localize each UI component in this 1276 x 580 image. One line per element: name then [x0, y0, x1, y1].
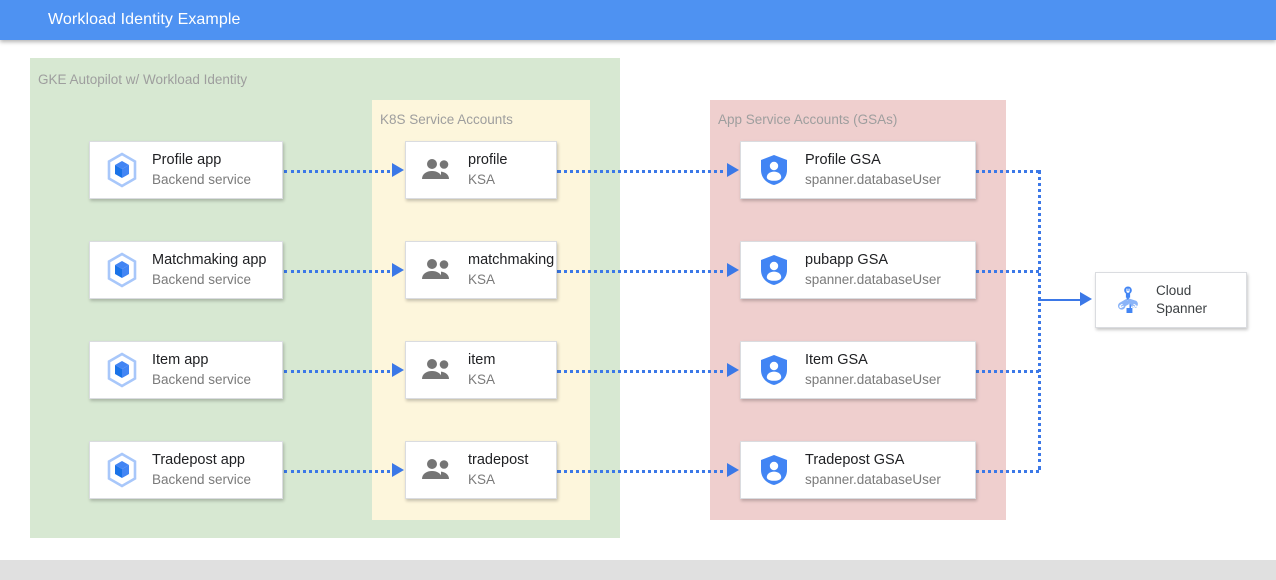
group-label-ksa: K8S Service Accounts	[380, 112, 513, 127]
connector-gsa-to-bus	[976, 170, 1039, 173]
group-label-gsa: App Service Accounts (GSAs)	[718, 112, 898, 127]
arrowhead-app-to-ksa	[392, 163, 404, 177]
connector-ksa-to-gsa	[557, 170, 731, 173]
gke-cube-icon	[100, 348, 144, 392]
card-title: Profile app	[152, 152, 222, 168]
card-title: Item app	[152, 352, 209, 368]
gke-cube-icon	[100, 148, 144, 192]
card-app[interactable]: Item app Backend service	[89, 341, 283, 399]
shield-person-icon	[755, 351, 793, 389]
card-title: matchmaking	[468, 252, 555, 268]
card-app[interactable]: Tradepost app Backend service	[89, 441, 283, 499]
card-ksa[interactable]: item KSA	[405, 341, 557, 399]
card-title: Item GSA	[805, 352, 868, 368]
connector-app-to-ksa	[284, 370, 396, 373]
card-gsa-text: Profile GSA spanner.databaseUser	[805, 151, 941, 189]
arrowhead-app-to-ksa	[392, 463, 404, 477]
card-gsa[interactable]: Tradepost GSA spanner.databaseUser	[740, 441, 976, 499]
people-icon	[418, 451, 456, 489]
connector-bus-to-spanner	[1038, 299, 1084, 301]
card-ksa-text: item KSA	[468, 351, 495, 389]
shield-person-icon	[755, 251, 793, 289]
connector-app-to-ksa	[284, 470, 396, 473]
connector-ksa-to-gsa	[557, 470, 731, 473]
shield-person-icon	[755, 151, 793, 189]
card-subtitle: spanner.databaseUser	[805, 272, 941, 287]
card-cloud-spanner[interactable]: Cloud Spanner	[1095, 272, 1247, 328]
page-title: Workload Identity Example	[48, 11, 241, 28]
card-title: profile	[468, 152, 508, 168]
people-icon	[418, 351, 456, 389]
shield-person-icon	[755, 451, 793, 489]
connector-vertical-bus	[1038, 170, 1041, 470]
card-gsa-text: Tradepost GSA spanner.databaseUser	[805, 451, 941, 489]
gke-cube-icon	[100, 448, 144, 492]
people-icon	[418, 251, 456, 289]
card-ksa[interactable]: profile KSA	[405, 141, 557, 199]
group-label-gke: GKE Autopilot w/ Workload Identity	[38, 72, 248, 87]
card-subtitle: KSA	[468, 472, 496, 487]
card-subtitle: Backend service	[152, 272, 252, 287]
card-title: pubapp GSA	[805, 252, 889, 268]
card-subtitle: KSA	[468, 272, 496, 287]
title-bar: Workload Identity Example	[0, 0, 1276, 40]
card-app-text: Matchmaking app Backend service	[152, 251, 266, 289]
connector-app-to-ksa	[284, 270, 396, 273]
card-ksa-text: tradepost KSA	[468, 451, 528, 489]
card-db-line2: Spanner	[1156, 301, 1208, 316]
card-app-text: Tradepost app Backend service	[152, 451, 251, 489]
cloud-spanner-icon	[1108, 280, 1148, 320]
card-title: item	[468, 352, 496, 368]
card-app-text: Profile app Backend service	[152, 151, 251, 189]
connector-gsa-to-bus	[976, 270, 1039, 273]
gke-cube-icon	[100, 248, 144, 292]
card-db-line1: Cloud	[1156, 283, 1192, 298]
connector-ksa-to-gsa	[557, 370, 731, 373]
card-subtitle: Backend service	[152, 372, 252, 387]
connector-ksa-to-gsa	[557, 270, 731, 273]
card-ksa-text: profile KSA	[468, 151, 508, 189]
card-app-text: Item app Backend service	[152, 351, 251, 389]
card-gsa[interactable]: Profile GSA spanner.databaseUser	[740, 141, 976, 199]
card-gsa[interactable]: Item GSA spanner.databaseUser	[740, 341, 976, 399]
arrowhead-bus-to-spanner	[1080, 292, 1092, 306]
arrowhead-app-to-ksa	[392, 363, 404, 377]
card-app[interactable]: Profile app Backend service	[89, 141, 283, 199]
card-subtitle: KSA	[468, 172, 496, 187]
card-title: Profile GSA	[805, 152, 881, 168]
card-title: Matchmaking app	[152, 252, 267, 268]
arrowhead-ksa-to-gsa	[727, 363, 739, 377]
connector-gsa-to-bus	[976, 470, 1039, 473]
people-icon	[418, 151, 456, 189]
card-subtitle: Backend service	[152, 172, 252, 187]
card-subtitle: KSA	[468, 372, 496, 387]
card-title: Tradepost GSA	[805, 452, 905, 468]
connector-gsa-to-bus	[976, 370, 1039, 373]
card-subtitle: spanner.databaseUser	[805, 372, 941, 387]
card-title: Tradepost app	[152, 452, 245, 468]
card-title: tradepost	[468, 452, 529, 468]
arrowhead-ksa-to-gsa	[727, 163, 739, 177]
card-ksa[interactable]: tradepost KSA	[405, 441, 557, 499]
card-db-text: Cloud Spanner	[1156, 282, 1207, 318]
card-gsa-text: pubapp GSA spanner.databaseUser	[805, 251, 941, 289]
footer-band	[0, 560, 1276, 580]
card-gsa[interactable]: pubapp GSA spanner.databaseUser	[740, 241, 976, 299]
arrowhead-ksa-to-gsa	[727, 263, 739, 277]
card-ksa[interactable]: matchmaking KSA	[405, 241, 557, 299]
arrowhead-ksa-to-gsa	[727, 463, 739, 477]
card-subtitle: Backend service	[152, 472, 252, 487]
card-app[interactable]: Matchmaking app Backend service	[89, 241, 283, 299]
card-gsa-text: Item GSA spanner.databaseUser	[805, 351, 941, 389]
card-subtitle: spanner.databaseUser	[805, 172, 941, 187]
card-ksa-text: matchmaking KSA	[468, 251, 554, 289]
card-subtitle: spanner.databaseUser	[805, 472, 941, 487]
arrowhead-app-to-ksa	[392, 263, 404, 277]
connector-app-to-ksa	[284, 170, 396, 173]
